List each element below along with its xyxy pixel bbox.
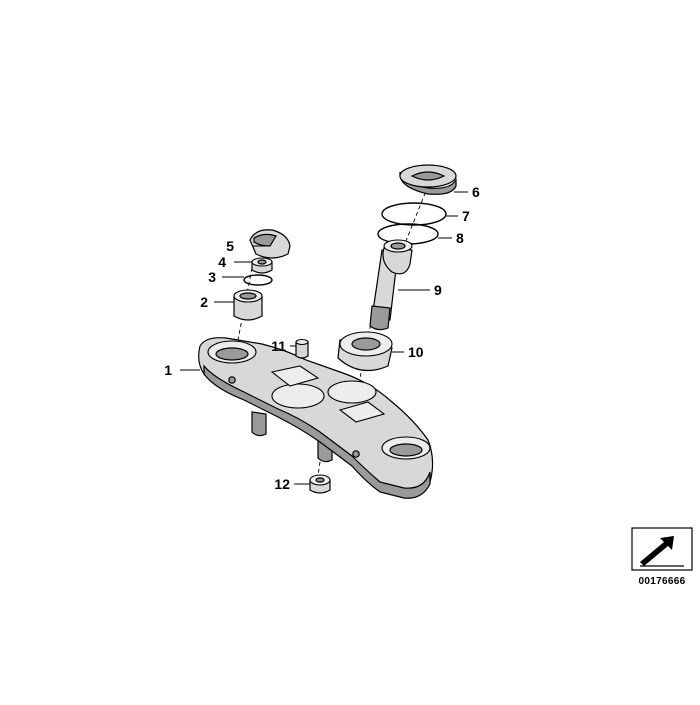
lower-nut — [309, 474, 331, 494]
pin — [295, 338, 309, 359]
callout-1: 1 — [164, 362, 172, 378]
callout-5: 5 — [226, 238, 234, 254]
callout-7: 7 — [462, 208, 470, 224]
bearing — [337, 331, 393, 372]
cap — [249, 229, 291, 259]
o-ring-small — [243, 274, 273, 286]
small-nut — [251, 257, 273, 274]
o-ring-large — [381, 202, 447, 226]
callout-9: 9 — [434, 282, 442, 298]
callout-8: 8 — [456, 230, 464, 246]
top-cover — [399, 164, 457, 195]
catalog-arrow-icon — [631, 527, 693, 571]
callout-2: 2 — [200, 294, 208, 310]
callout-4: 4 — [218, 254, 226, 270]
callout-11: 11 — [271, 338, 286, 354]
bush-sleeve — [233, 289, 263, 321]
callout-3: 3 — [208, 269, 216, 285]
steering-stem — [369, 239, 413, 331]
callout-10: 10 — [408, 344, 424, 360]
callout-6: 6 — [472, 184, 480, 200]
part-number: 00176666 — [639, 576, 686, 587]
o-ring-medium — [377, 223, 439, 245]
triple-clamp — [198, 337, 434, 499]
leader-lines — [180, 191, 468, 485]
callout-labels: 1 2 3 4 5 6 7 8 9 10 11 12 — [164, 184, 480, 492]
callout-12: 12 — [274, 476, 290, 492]
